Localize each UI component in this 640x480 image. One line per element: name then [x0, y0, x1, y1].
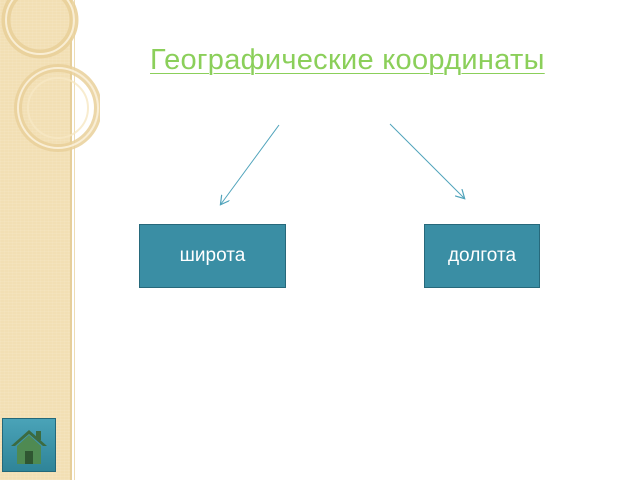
side-panel-edge-line: [74, 0, 75, 480]
longitude-label: долгота: [447, 245, 517, 266]
longitude-box: долгота: [424, 224, 540, 288]
arrow-to-longitude: [389, 123, 464, 198]
home-icon: [11, 430, 47, 464]
decorative-rings: [1, 0, 100, 152]
arrow-to-latitude: [221, 124, 280, 204]
latitude-label: широта: [179, 245, 246, 266]
slide-title[interactable]: Географические координаты: [150, 44, 545, 76]
side-panel-edge: [70, 0, 72, 480]
home-button[interactable]: [2, 418, 56, 472]
latitude-box: широта: [139, 224, 286, 288]
